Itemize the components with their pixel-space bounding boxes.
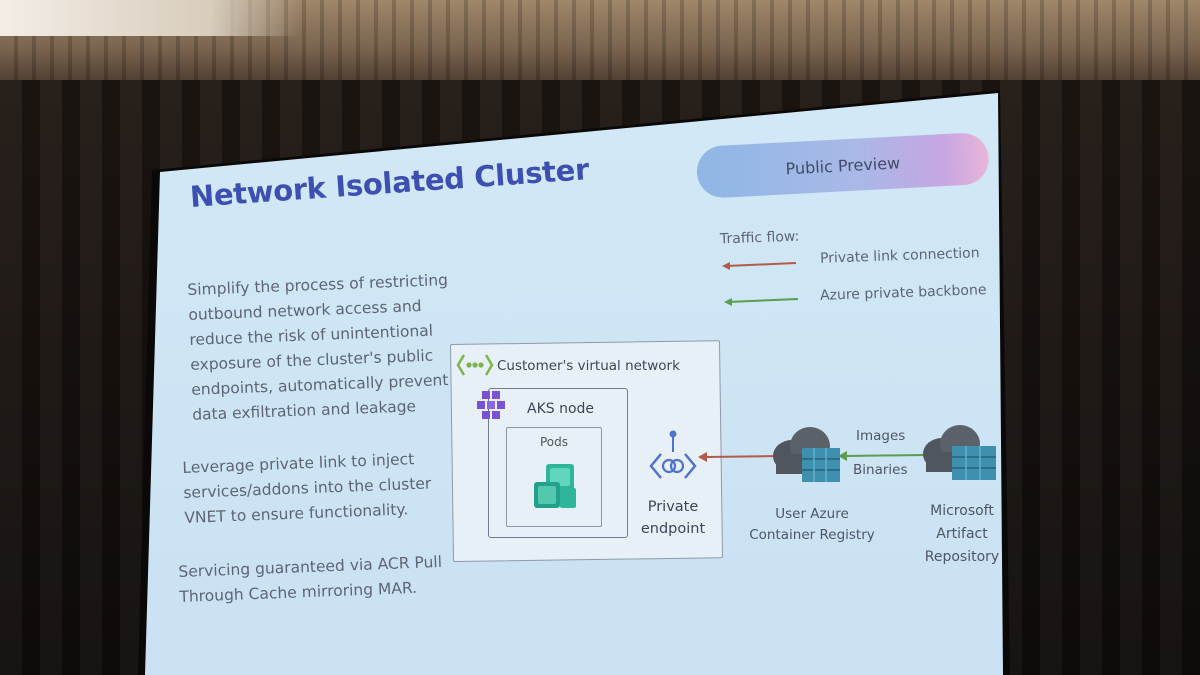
vnet-label: Customer's virtual network: [497, 358, 680, 374]
microsoft-artifact-repository-label: Microsoft Artifact Repository: [920, 500, 1004, 569]
mar-label-line: Artifact: [936, 526, 988, 542]
legend-heading: Traffic flow:: [719, 228, 800, 248]
legend-private-link: Private link connection: [819, 245, 980, 267]
private-link-arrow-icon: [722, 262, 797, 270]
container-registry-cloud-icon: [773, 427, 840, 482]
pods-label: Pods: [540, 435, 569, 449]
user-acr-label: User Azure Container Registry: [742, 504, 882, 546]
aks-node-label: AKS node: [527, 401, 595, 417]
private-endpoint-label: Private endpoint: [636, 496, 710, 540]
legend-private-backbone: Azure private backbone: [819, 282, 987, 304]
paragraph-1: Simplify the process of restricting outb…: [187, 268, 453, 428]
private-backbone-arrow: [838, 451, 925, 461]
pods-box: [506, 427, 602, 527]
endpoint-label-line: endpoint: [640, 521, 706, 537]
paragraph-3: Servicing guaranteed via ACR Pull Throug…: [178, 550, 443, 610]
ceiling-light: [0, 0, 300, 36]
badge-label: Public Preview: [785, 152, 901, 178]
virtual-network-icon: [456, 354, 494, 376]
private-backbone-arrow-icon: [724, 298, 799, 306]
aks-node-box: [488, 388, 628, 538]
public-preview-badge: Public Preview: [695, 131, 990, 199]
acr-label-line: User Azure: [775, 506, 849, 522]
images-label: Images: [856, 428, 906, 444]
acr-label-line: Container Registry: [749, 527, 875, 543]
private-link-connection-arrow: [698, 452, 783, 462]
mar-label-line: Repository: [924, 549, 1000, 565]
slide-title: Network Isolated Cluster: [188, 152, 591, 214]
kubernetes-cube-icon: [477, 391, 505, 419]
artifact-repository-cloud-icon: [923, 425, 996, 480]
private-endpoint-icon: [649, 430, 697, 479]
pod-cubes-icon: [534, 464, 576, 508]
binaries-label: Binaries: [853, 462, 908, 478]
mar-label-line: Microsoft: [930, 503, 994, 519]
paragraph-2: Leverage private link to inject services…: [182, 446, 433, 530]
endpoint-label-line: Private: [647, 499, 699, 515]
